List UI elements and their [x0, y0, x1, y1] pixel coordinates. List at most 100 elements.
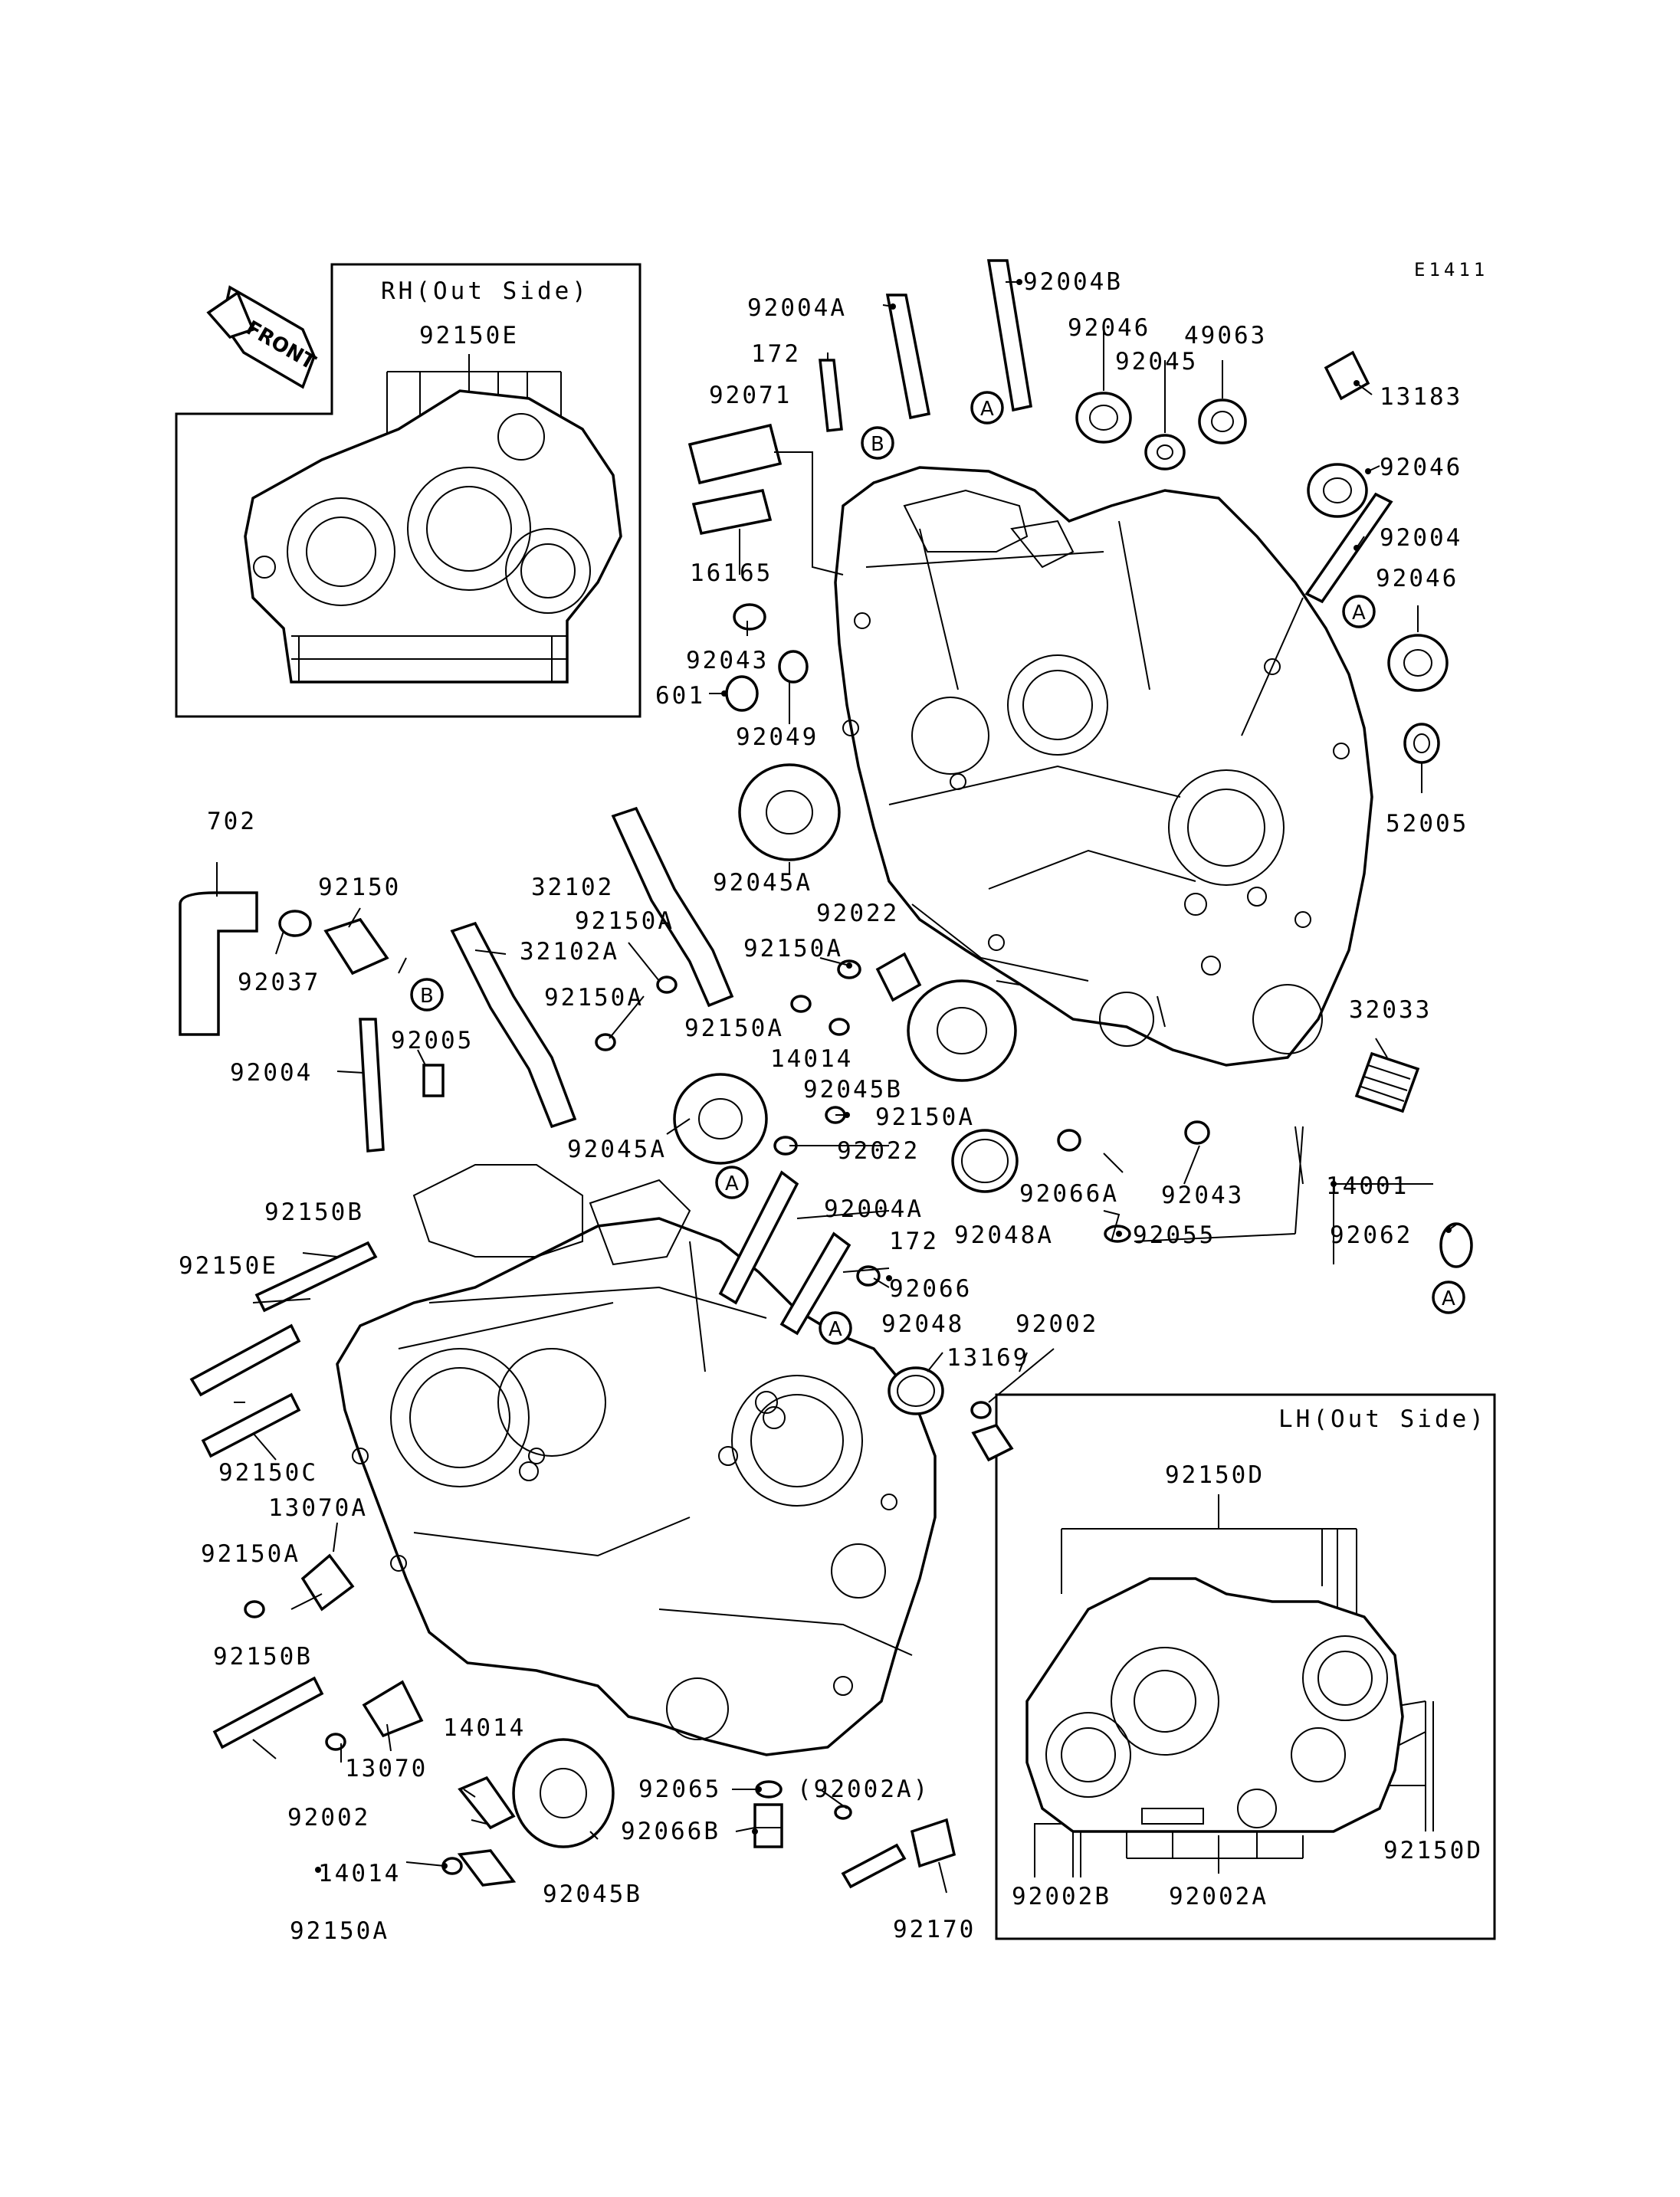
label-92048a: 92048A — [954, 1221, 1054, 1249]
diagram-code: E1411 — [1414, 259, 1488, 280]
lh-engine-outline — [1025, 1577, 1404, 1833]
label-601: 601 — [655, 682, 705, 710]
ref-marker-a-5 — [1432, 1280, 1465, 1314]
label-92066a: 92066A — [1019, 1180, 1119, 1208]
bolt-92150a-6 — [244, 1600, 265, 1618]
label-92045b-lower: 92045B — [543, 1881, 642, 1908]
plug-32033 — [1354, 1051, 1420, 1113]
label-92002a-paren: (92002A) — [797, 1776, 930, 1803]
stud-92004-left — [359, 1018, 385, 1153]
leader-dots — [315, 279, 1452, 1873]
label-49063: 49063 — [1184, 322, 1267, 349]
lh-right-leaders — [1364, 1700, 1434, 1831]
label-14014-mid: 14014 — [443, 1714, 526, 1742]
bracket-13169 — [971, 1423, 1014, 1462]
ref-marker-b-2-label: B — [420, 985, 434, 1008]
bolt-92150e — [189, 1323, 301, 1397]
label-92150a-2: 92150A — [743, 935, 843, 962]
plate-14014-mid — [458, 1776, 516, 1830]
ref-marker-b-2 — [410, 978, 444, 1012]
bolt-92150b-upper — [254, 1241, 378, 1313]
dowel-92066 — [856, 1265, 881, 1287]
lh-inset: LH(Out Side) 92150D 92150D 92002B 92002A — [995, 1393, 1496, 1940]
plate-13070 — [362, 1680, 424, 1738]
ref-marker-a-1 — [970, 391, 1004, 425]
bearing-92045b-lower — [512, 1738, 615, 1848]
dowel-92043-upper — [733, 603, 766, 631]
label-92046-lower-right: 92046 — [1376, 565, 1459, 592]
label-92004-right: 92004 — [1380, 524, 1462, 552]
ref-marker-a-5-label: A — [1442, 1287, 1455, 1310]
label-13070: 13070 — [345, 1755, 428, 1782]
label-14014-lower: 14014 — [318, 1860, 401, 1887]
pipe-32102a — [450, 921, 577, 1129]
label-92004-left: 92004 — [230, 1059, 313, 1087]
plate-14014-upper — [875, 952, 922, 1002]
bolt-92150c — [201, 1392, 301, 1458]
bearing-92045a-lower — [673, 1073, 768, 1165]
ref-marker-a-3-label: A — [725, 1172, 739, 1195]
label-14001: 14001 — [1326, 1172, 1409, 1200]
ref-marker-a-1-label: A — [980, 398, 994, 421]
rh-inset-frame — [175, 263, 641, 718]
lh-inset-callout-bottom-left: 92002B — [1012, 1883, 1111, 1910]
label-92150a-4: 92150A — [684, 1015, 784, 1042]
right-crankcase-half — [834, 466, 1373, 1067]
label-92002-lower: 92002 — [287, 1804, 370, 1831]
label-92071: 92071 — [709, 382, 792, 409]
bolt-92002 — [970, 1401, 992, 1419]
stud-92004a-top — [885, 293, 931, 420]
lh-inset-callout-top: 92150D — [1165, 1461, 1265, 1489]
dowel-92066a — [1057, 1129, 1081, 1152]
rh-inset-callout: 92150E — [419, 322, 519, 349]
label-92004a-mid: 92004A — [824, 1195, 924, 1223]
rh-engine-outline — [244, 389, 622, 684]
label-702: 702 — [207, 808, 257, 835]
rh-inset: RH(Out Side) 92150E — [175, 263, 641, 718]
label-92045a-upper: 92045A — [713, 869, 812, 897]
front-arrow: FRONT — [206, 285, 320, 389]
pipe-32102 — [611, 806, 734, 1008]
bolt-92150a-2 — [595, 1033, 616, 1051]
label-92022-top: 92022 — [816, 900, 899, 927]
label-92150a-6: 92150A — [201, 1540, 300, 1568]
label-92062: 92062 — [1330, 1221, 1413, 1249]
bearing-92045a-upper — [738, 763, 841, 861]
label-92045-top: 92045 — [1115, 348, 1198, 375]
label-92043-top: 92043 — [686, 647, 769, 674]
label-14014-upper: 14014 — [770, 1045, 853, 1073]
lh-inset-title: LH(Out Side) — [1278, 1405, 1487, 1433]
stud-172-top — [819, 359, 843, 432]
gasket-92071 — [687, 423, 783, 485]
part-labels: 92004A 92004B 172 92046 49063 92071 9204… — [179, 268, 1466, 1945]
bolt-92150a-3 — [790, 995, 812, 1013]
label-92150a-3: 92150A — [544, 984, 644, 1012]
label-92049: 92049 — [736, 723, 819, 751]
bushing-92048 — [888, 1366, 944, 1415]
label-13183: 13183 — [1380, 383, 1462, 411]
bearing-92045-top — [1144, 434, 1186, 471]
label-172-mid: 172 — [889, 1228, 939, 1255]
small-parts — [179, 259, 1473, 1889]
bolt-92150a-1 — [656, 976, 678, 994]
bearing-49063 — [1198, 398, 1247, 444]
ref-marker-a-4 — [819, 1311, 852, 1345]
label-32102: 32102 — [531, 874, 614, 901]
plate-13070a — [300, 1553, 355, 1612]
label-92066b: 92066B — [621, 1818, 720, 1845]
ref-marker-a-4-label: A — [829, 1318, 842, 1341]
label-92150a-7: 92150A — [290, 1917, 389, 1945]
bearing-92045b-upper — [907, 979, 1017, 1082]
label-92150b-upper: 92150B — [264, 1199, 364, 1226]
label-92004a-top: 92004A — [747, 294, 847, 322]
seal-92049 — [778, 650, 809, 684]
label-92043-lower: 92043 — [1161, 1182, 1244, 1209]
ref-marker-b-1 — [861, 426, 894, 460]
bearing-92046-a — [1075, 392, 1132, 444]
label-92004b: 92004B — [1023, 268, 1123, 296]
stud-92004a-mid — [718, 1170, 799, 1305]
label-92045b-upper: 92045B — [803, 1076, 903, 1103]
stud-172-mid — [779, 1231, 851, 1336]
